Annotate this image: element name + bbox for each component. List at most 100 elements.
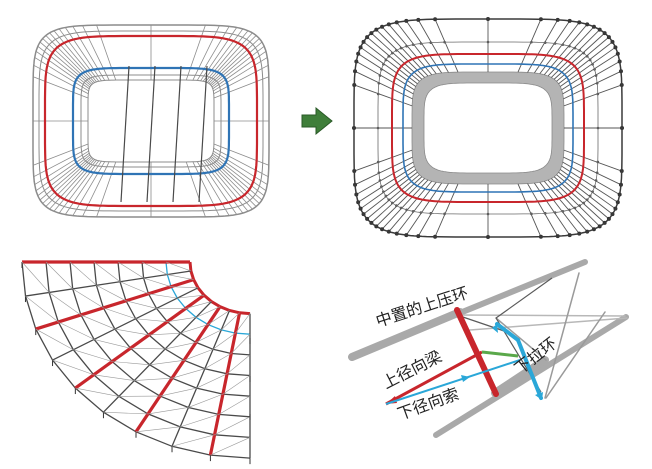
radial-member	[172, 65, 182, 203]
radial-member	[209, 38, 260, 85]
radial-member	[202, 28, 244, 82]
bracing	[171, 368, 205, 379]
roof-plan-before	[32, 24, 270, 218]
bracing	[45, 261, 73, 290]
radial-member	[185, 161, 206, 217]
radial-cable	[547, 26, 595, 77]
bracing	[119, 281, 149, 295]
radial-member	[53, 30, 97, 83]
bracing	[75, 387, 119, 397]
bracing	[204, 353, 232, 369]
bracing	[210, 437, 251, 456]
ring-member	[93, 261, 251, 397]
roof-plan-after	[352, 17, 624, 239]
cable-node-detail: 中置的上压环 上径向梁 下径向索 下拉环	[348, 259, 629, 438]
radial-cable	[558, 41, 613, 85]
radial-cable	[553, 32, 605, 80]
bracing	[94, 339, 131, 349]
radial-cable	[417, 19, 449, 73]
bracing	[52, 359, 94, 376]
radial-member	[198, 65, 208, 203]
radial-cable	[527, 183, 559, 237]
radial-cable	[539, 181, 580, 234]
bracing	[188, 393, 224, 408]
radial-member	[213, 147, 269, 178]
radial-member	[39, 41, 92, 86]
radial-member	[213, 150, 268, 185]
radial-member	[196, 26, 230, 81]
radial-cable	[363, 41, 418, 85]
bracing	[185, 301, 212, 309]
bracing	[93, 374, 135, 381]
bracing	[226, 354, 251, 375]
radial-member	[33, 143, 89, 166]
radial-cable	[539, 22, 580, 75]
radial-cable	[556, 174, 610, 220]
radial-member	[208, 158, 257, 207]
bracing	[25, 295, 59, 323]
inner-edge-ring	[87, 79, 215, 163]
radial-cable	[405, 182, 443, 236]
bracing	[93, 261, 121, 282]
radial-member	[96, 25, 117, 81]
upper-compression-ring	[43, 34, 259, 208]
bracing	[177, 294, 205, 299]
radial-member	[53, 159, 97, 212]
radial-cable	[527, 19, 559, 73]
bracing	[231, 334, 251, 354]
radial-cable	[551, 29, 601, 78]
bracing	[180, 414, 219, 428]
radial-cable	[560, 169, 616, 210]
radial-cable	[543, 180, 588, 232]
radial-cable	[360, 169, 416, 210]
bracing	[125, 300, 157, 309]
radial-cable	[360, 46, 416, 87]
bracing	[35, 328, 74, 350]
bracing	[171, 434, 215, 447]
radial-cable	[388, 180, 433, 232]
bracing	[141, 261, 168, 275]
bracing	[80, 314, 116, 330]
roof-corner-3d	[21, 65, 251, 465]
inner-ring	[80, 74, 222, 168]
radial-cable	[517, 19, 542, 73]
bracing	[69, 261, 97, 286]
ring-member	[117, 261, 251, 377]
radial-member	[72, 26, 106, 81]
radial-member	[210, 41, 263, 86]
ring-member	[45, 261, 251, 439]
radial-member	[102, 301, 212, 413]
radial-member	[37, 154, 91, 197]
bracing	[196, 373, 228, 389]
inner-compression-band	[411, 71, 565, 185]
radial-member	[34, 57, 89, 92]
bracing	[167, 317, 197, 322]
bracing	[149, 360, 185, 366]
bracing	[214, 416, 251, 436]
radial-cable	[556, 36, 610, 82]
radial-member	[213, 64, 269, 95]
lower-tension-ring	[71, 66, 231, 176]
radial-cable	[543, 24, 588, 76]
radial-member	[206, 32, 253, 83]
bracing	[114, 328, 149, 336]
radial-member	[196, 161, 230, 216]
radial-member	[25, 270, 192, 297]
upper-radial-beam	[208, 312, 242, 456]
bracing	[167, 274, 194, 280]
bracing	[147, 407, 189, 415]
radial-member	[202, 160, 244, 214]
radial-member	[58, 160, 100, 214]
outer-boundary-ring	[353, 18, 623, 238]
upper-radial-beam	[74, 293, 205, 390]
lower-tension-ring	[402, 63, 574, 193]
bracing	[148, 332, 181, 336]
radial-cable	[381, 26, 429, 77]
bracing	[222, 375, 251, 395]
radial-member	[185, 25, 206, 81]
radial-member	[213, 143, 269, 166]
radial-member	[213, 76, 269, 99]
middle-ring	[377, 41, 599, 215]
radial-member	[52, 287, 199, 361]
label-upper-radial-beam: 上径向梁	[379, 347, 445, 393]
